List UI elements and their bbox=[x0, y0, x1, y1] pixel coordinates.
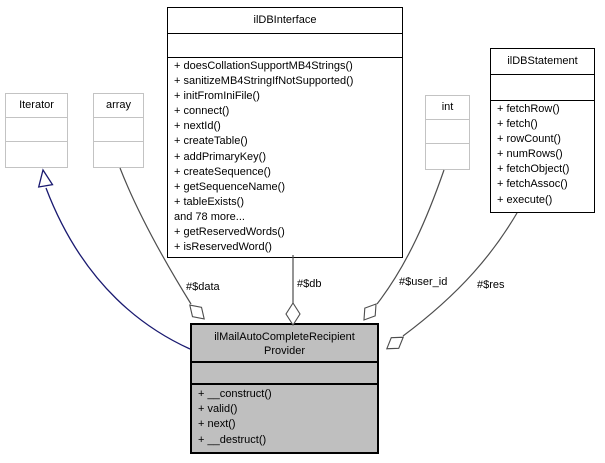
method-line: + rowCount() bbox=[497, 133, 561, 146]
method-line: + fetchRow() bbox=[497, 103, 560, 115]
method-line: + doesCollationSupportMB4Strings() bbox=[174, 60, 353, 72]
methods-compartment bbox=[426, 144, 469, 146]
inheritance-arrow-icon bbox=[37, 168, 54, 188]
class-title-line2: Provider bbox=[264, 345, 305, 357]
attributes-compartment bbox=[94, 118, 143, 142]
aggregation-diamond-icon bbox=[285, 301, 301, 327]
method-line: + __construct() bbox=[198, 388, 272, 400]
method-line: + fetchAssoc() bbox=[497, 178, 568, 191]
methods-compartment bbox=[6, 142, 67, 144]
method-line: + numRows() bbox=[497, 148, 563, 161]
edge-label-data: #$data bbox=[186, 281, 220, 293]
method-line: + createSequence() bbox=[174, 165, 271, 178]
method-line: + isReservedWord() bbox=[174, 241, 272, 254]
class-node-ildbstatement[interactable]: ilDBStatement + fetchRow() + fetch() + row… bbox=[490, 48, 595, 213]
methods-compartment bbox=[94, 142, 143, 144]
class-node-int: int bbox=[425, 95, 470, 170]
method-line: + getReservedWords() bbox=[174, 226, 285, 239]
method-line: + fetch() bbox=[497, 118, 538, 131]
aggregation-edge-res bbox=[402, 212, 518, 337]
aggregation-diamond-icon bbox=[363, 303, 377, 321]
class-node-ilmailautocompleterecipientprovider: ilMailAutoCompleteRecipient Provider + _… bbox=[190, 323, 379, 454]
attributes-compartment bbox=[6, 118, 67, 142]
class-title: int bbox=[426, 96, 469, 120]
method-line: + fetchObject() bbox=[497, 163, 570, 176]
attributes-compartment bbox=[192, 363, 377, 385]
aggregation-diamond-icon bbox=[189, 304, 205, 320]
attributes-compartment bbox=[491, 75, 594, 101]
aggregation-diamond-icon bbox=[385, 336, 405, 350]
edge-label-db: #$db bbox=[297, 278, 322, 290]
methods-compartment: + fetchRow() + fetch() + rowCount() + numRo… bbox=[491, 101, 594, 209]
class-title-line1: ilMailAutoCompleteRecipient bbox=[214, 331, 355, 343]
class-title: ilDBStatement bbox=[491, 49, 594, 75]
methods-compartment: + __construct() + valid() + next() + __dest… bbox=[192, 385, 377, 450]
method-line: + addPrimaryKey() bbox=[174, 150, 267, 163]
attributes-compartment bbox=[168, 34, 402, 58]
method-line: + getSequenceName() bbox=[174, 180, 285, 193]
class-node-ildbinterface[interactable]: ilDBInterface + doesCollationSupportMB4S… bbox=[167, 7, 403, 258]
method-line: + execute() bbox=[497, 193, 553, 206]
methods-compartment: + doesCollationSupportMB4Strings() + sani… bbox=[168, 58, 402, 256]
class-title: array bbox=[94, 94, 143, 118]
method-line: + __destruct() bbox=[198, 433, 267, 446]
class-title: ilMailAutoCompleteRecipient Provider bbox=[192, 325, 377, 363]
method-line: + connect() bbox=[174, 105, 230, 118]
method-line: + valid() bbox=[198, 403, 238, 416]
class-title: Iterator bbox=[6, 94, 67, 118]
class-title: ilDBInterface bbox=[168, 8, 402, 34]
method-line: + createTable() bbox=[174, 135, 248, 148]
edge-label-user-id: #$user_id bbox=[399, 276, 448, 288]
method-line: + nextId() bbox=[174, 120, 221, 133]
method-line: + tableExists() bbox=[174, 195, 244, 208]
method-line: + initFromIniFile() bbox=[174, 90, 260, 103]
method-line: + sanitizeMB4StringIfNotSupported() bbox=[174, 75, 354, 88]
attributes-compartment bbox=[426, 120, 469, 144]
class-node-array: array bbox=[93, 93, 144, 168]
class-node-iterator: Iterator bbox=[5, 93, 68, 168]
method-line: + next() bbox=[198, 418, 236, 431]
edge-label-res: #$res bbox=[477, 279, 505, 291]
method-line: and 78 more... bbox=[174, 210, 245, 223]
